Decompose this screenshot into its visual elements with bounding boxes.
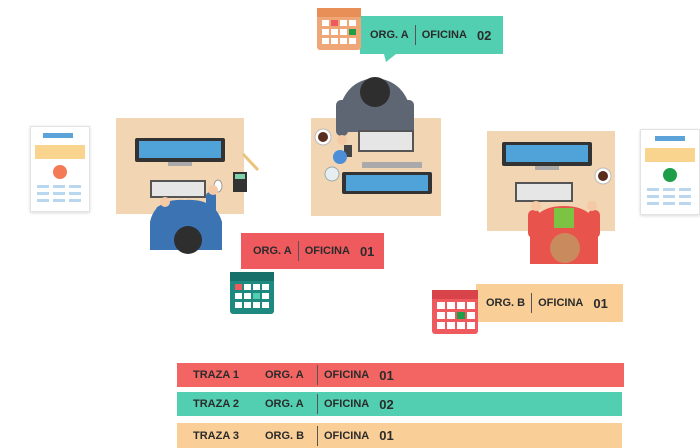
trace-number: 01 [379, 428, 394, 443]
office-label: OFICINA [538, 297, 584, 309]
calculator-icon [233, 172, 247, 192]
trace-org: ORG. B [265, 429, 305, 442]
worker-icon [150, 185, 222, 254]
calendar-icon [432, 290, 478, 334]
org-label: ORG. A [253, 245, 292, 257]
calendar-icon [230, 272, 274, 314]
separator [317, 365, 318, 385]
label-pointer [384, 54, 396, 62]
keyboard-icon [515, 182, 573, 202]
document-right-graphic [645, 136, 695, 205]
keyboard-icon [358, 130, 414, 152]
document-left-graphic [35, 133, 85, 202]
separator [297, 241, 299, 261]
keyboard-icon [150, 180, 206, 198]
workstation-left-graphic [135, 138, 260, 254]
monitor-icon [342, 162, 432, 194]
worker-icon [336, 77, 414, 145]
monitor-icon [135, 138, 225, 166]
document-icon [30, 126, 90, 212]
phone-icon [344, 145, 352, 157]
trace-office: OFICINA [324, 369, 370, 381]
document-icon [640, 129, 700, 215]
separator [531, 293, 533, 313]
separator [317, 394, 318, 414]
separator [317, 425, 318, 446]
office-number: 01 [359, 243, 375, 259]
workstation-right-graphic [502, 142, 612, 264]
trace-office: OFICINA [324, 398, 370, 410]
worker-icon [528, 201, 600, 264]
trace-number: 01 [379, 367, 394, 383]
office-label: OFICINA [421, 29, 467, 41]
office-number: 01 [593, 295, 608, 311]
calendar-icon [317, 8, 361, 50]
trace-org: ORG. A [265, 369, 304, 381]
workstation-label-a2: ORG. A OFICINA 02 [360, 16, 503, 54]
workstation-label-a1: ORG. A OFICINA 01 [241, 233, 384, 269]
trace-office: OFICINA [324, 429, 370, 442]
trace-number: 02 [379, 396, 394, 412]
trace-row-1: TRAZA 1 ORG. A OFICINA 01 [177, 363, 624, 387]
trace-row-2: TRAZA 2 ORG. A OFICINA 02 [177, 392, 622, 416]
workstation-center-graphic [314, 77, 432, 194]
office-number: 02 [476, 27, 492, 43]
org-label: ORG. B [486, 297, 526, 309]
workstation-label-b1: ORG. B OFICINA 01 [476, 284, 623, 322]
office-label: OFICINA [304, 245, 350, 257]
trace-name: TRAZA 3 [193, 429, 240, 442]
org-label: ORG. A [370, 29, 409, 41]
trace-row-3: TRAZA 3 ORG. B OFICINA 01 [177, 423, 622, 448]
trace-name: TRAZA 1 [193, 369, 240, 381]
trace-name: TRAZA 2 [193, 398, 240, 410]
trace-org: ORG. A [265, 398, 304, 410]
separator [414, 25, 416, 45]
monitor-icon [502, 142, 592, 170]
